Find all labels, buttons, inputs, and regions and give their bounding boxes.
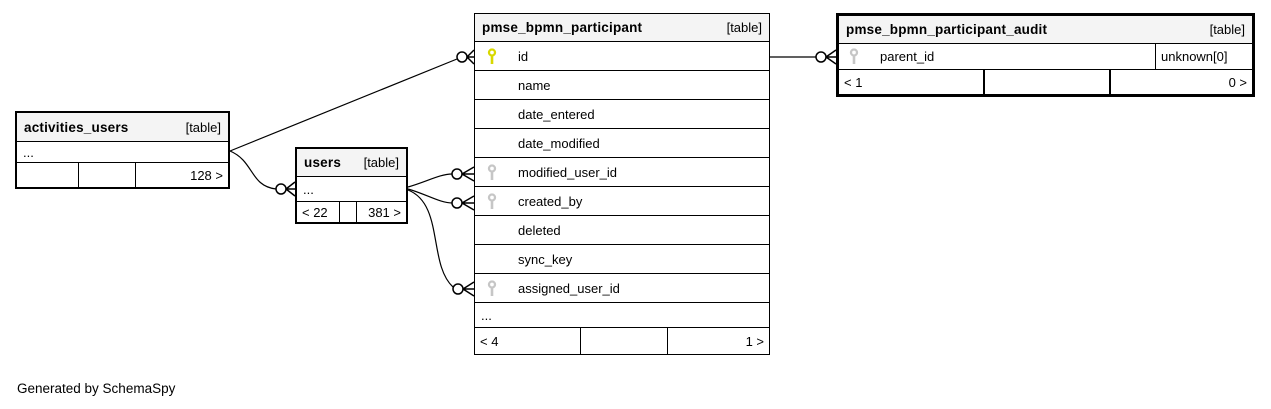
column-name: date_modified xyxy=(518,135,600,151)
footer-cell xyxy=(340,202,357,222)
column-row-name: name xyxy=(475,71,769,100)
table-header[interactable]: pmse_bpmn_participant [table] xyxy=(475,14,769,42)
crowfoot-icon xyxy=(461,195,475,211)
zero-circle-icon xyxy=(456,51,468,63)
table-header[interactable]: users [table] xyxy=(297,149,406,177)
fk-connector-users-to-created-by xyxy=(407,188,475,211)
column-name: parent_id xyxy=(880,49,935,64)
table-footer: < 1 0 > xyxy=(839,70,1252,94)
hidden-columns-row: ... xyxy=(17,142,228,163)
footer-children-count: 1 > xyxy=(745,333,764,349)
footer-cell xyxy=(581,328,668,354)
table-name: users xyxy=(304,155,342,170)
column-name: deleted xyxy=(518,222,561,238)
foreign-key-icon xyxy=(487,192,499,210)
table-footer: < 4 1 > xyxy=(475,328,769,354)
table-header[interactable]: pmse_bpmn_participant_audit [table] xyxy=(839,16,1252,44)
column-name: modified_user_id xyxy=(518,164,618,180)
footer-parents-count: < 4 xyxy=(475,328,581,354)
generated-by-note: Generated by SchemaSpy xyxy=(17,381,176,396)
footer-cell xyxy=(79,163,136,187)
table-activities-users[interactable]: activities_users [table] ... 128 > xyxy=(15,111,230,189)
table-type-label: [table] xyxy=(726,20,762,35)
foreign-key-icon xyxy=(487,279,499,297)
footer-children-count: 0 > xyxy=(1228,74,1247,90)
column-name: id xyxy=(518,48,529,64)
zero-circle-icon xyxy=(451,197,463,209)
table-type-label: [table] xyxy=(363,155,399,170)
footer-parents-count: < 22 xyxy=(297,202,340,222)
crowfoot-icon xyxy=(461,166,475,182)
fk-connector-users-to-modified-user-id xyxy=(407,166,475,188)
column-name: sync_key xyxy=(518,251,573,267)
table-users[interactable]: users [table] ... < 22 381 > xyxy=(295,147,408,224)
hidden-columns-row: ... xyxy=(475,303,769,328)
column-type-note: unknown[0] xyxy=(1155,44,1252,69)
table-footer: 128 > xyxy=(17,163,228,187)
crowfoot-icon xyxy=(285,181,296,197)
column-row-assigned_user_id: assigned_user_id xyxy=(475,274,769,303)
table-footer: < 22 381 > xyxy=(297,202,406,222)
column-row-date_entered: date_entered xyxy=(475,100,769,129)
table-name: pmse_bpmn_participant_audit xyxy=(846,22,1048,37)
footer-cell xyxy=(985,70,1111,94)
footer-parents-count: < 1 xyxy=(839,70,985,94)
zero-circle-icon xyxy=(815,51,827,63)
column-row-sync_key: sync_key xyxy=(475,245,769,274)
table-type-label: [table] xyxy=(1209,22,1245,37)
column-rows: id name date_entered date_modified modified_… xyxy=(475,42,769,303)
foreign-key-icon xyxy=(849,48,861,65)
table-pmse-bpmn-participant[interactable]: pmse_bpmn_participant [table] id name date… xyxy=(474,13,770,355)
column-row-deleted: deleted xyxy=(475,216,769,245)
column-row-date_modified: date_modified xyxy=(475,129,769,158)
column-row-created_by: created_by xyxy=(475,187,769,216)
fk-connector-activities-to-participant-id xyxy=(229,49,475,152)
table-type-label: [table] xyxy=(185,119,221,135)
fk-connector-users-to-assigned-user-id xyxy=(407,189,475,297)
hidden-columns-row: ... xyxy=(297,177,406,202)
column-name: date_entered xyxy=(518,106,595,122)
zero-circle-icon xyxy=(275,183,287,195)
primary-key-icon xyxy=(487,47,499,65)
table-header[interactable]: activities_users [table] xyxy=(17,113,228,142)
crowfoot-icon xyxy=(466,49,475,65)
column-name: name xyxy=(518,77,551,93)
column-name: created_by xyxy=(518,193,583,209)
table-name: activities_users xyxy=(24,119,129,135)
column-row-parent-id: parent_id unknown[0] xyxy=(839,44,1252,70)
column-row-modified_user_id: modified_user_id xyxy=(475,158,769,187)
footer-children-count: 381 > xyxy=(368,204,401,220)
footer-cell xyxy=(17,163,79,187)
crowfoot-icon xyxy=(825,49,837,65)
zero-circle-icon xyxy=(451,168,463,180)
table-pmse-bpmn-participant-audit[interactable]: pmse_bpmn_participant_audit [table] pare… xyxy=(836,13,1255,97)
fk-connector-participant-to-audit xyxy=(770,49,837,65)
footer-children-count: 128 > xyxy=(190,167,223,183)
column-row-id: id xyxy=(475,42,769,71)
column-name: assigned_user_id xyxy=(518,280,620,296)
zero-circle-icon xyxy=(452,283,464,295)
table-name: pmse_bpmn_participant xyxy=(482,20,643,35)
crowfoot-icon xyxy=(462,281,475,297)
fk-connector-activities-to-users xyxy=(229,150,296,197)
foreign-key-icon xyxy=(487,163,499,181)
